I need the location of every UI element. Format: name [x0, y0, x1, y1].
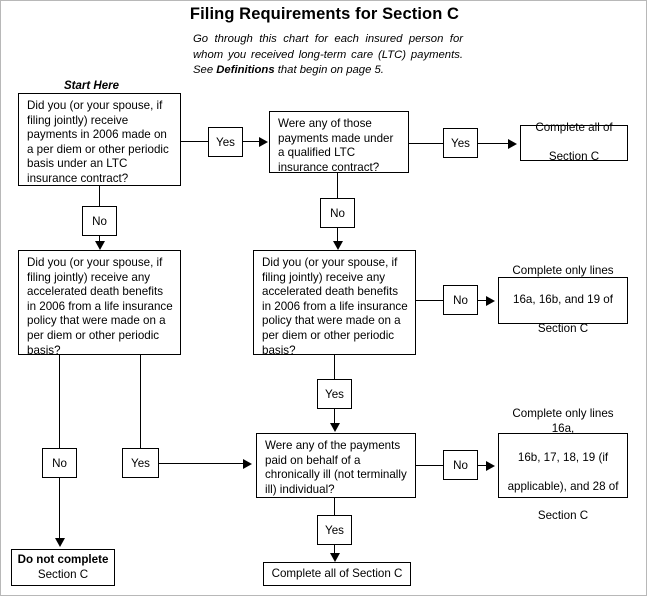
connector-q4-to-yes: [334, 355, 336, 379]
edge-label-q5-yes: Yes: [317, 515, 352, 545]
edge-label-q1-no: No: [82, 206, 117, 236]
edge-label-q2-yes: Yes: [443, 128, 478, 158]
connector-no-to-out2: [478, 300, 488, 302]
intro-text-part2: that begin on page 5.: [274, 64, 384, 76]
outcome-line: applicable), and 28 of: [507, 480, 619, 494]
outcome-line: Complete all of: [535, 121, 613, 135]
connector-yes-to-q5: [334, 409, 336, 425]
connector-q2-to-no: [337, 173, 339, 198]
arrowhead-to-out2: [486, 296, 495, 306]
connector-no-to-q4: [337, 228, 339, 243]
connector-no-to-q3: [99, 236, 101, 243]
question-box-qualified-ltc-contract: Were any of those payments made under a …: [269, 111, 409, 174]
outcome-line: Complete only lines: [512, 264, 614, 278]
outcome-line: Section C: [537, 509, 589, 523]
outcome-line-bold: Do not complete: [17, 552, 109, 566]
outcome-box-lines-16a-16b-17-18-19-28: Complete only lines 16a, 16b, 17, 18, 19…: [498, 407, 628, 522]
arrowhead-to-out1: [508, 139, 517, 149]
edge-label-q4-yes: Yes: [317, 379, 352, 409]
outcome-box-lines-16a-16b-19: Complete only lines 16a, 16b, and 19 of …: [498, 264, 628, 335]
outcome-line: 16a, 16b, and 19 of: [513, 293, 613, 307]
outcome-box-complete-all-top: Complete all of Section C: [520, 121, 628, 163]
arrowhead-to-out5: [330, 553, 340, 562]
connector-q1-to-no: [99, 186, 101, 206]
question-box-accel-death-benefits-middle: Did you (or your spouse, if filing joint…: [253, 250, 416, 357]
edge-label-q1-yes: Yes: [208, 127, 243, 157]
arrowhead-to-q4: [333, 241, 343, 250]
outcome-line: Section C: [37, 567, 89, 581]
start-here-label: Start Here: [64, 80, 119, 92]
arrowhead-to-q5: [330, 423, 340, 432]
connector-q1-to-yes: [181, 141, 208, 143]
outcome-line: Section C: [537, 322, 589, 336]
outcome-line: Complete all of Section C: [271, 566, 403, 580]
connector-no-to-out4: [59, 478, 61, 539]
outcome-line: Section C: [548, 150, 600, 164]
page-title: Filing Requirements for Section C: [189, 5, 460, 23]
arrowhead-to-out4: [55, 538, 65, 547]
connector-q4-to-no: [416, 300, 443, 302]
question-box-chronically-ill: Were any of the payments paid on behalf …: [256, 433, 416, 498]
connector-q5-to-no: [416, 465, 443, 467]
connector-no-to-out3: [478, 465, 488, 467]
edge-label-q3-yes: Yes: [122, 448, 159, 478]
connector-q3-to-no: [59, 355, 61, 448]
connector-yes-to-q5-left: [159, 463, 244, 465]
connector-q5-to-yes: [334, 498, 336, 515]
edge-label-q5-no: No: [443, 450, 478, 480]
arrowhead-to-q5-left: [243, 459, 252, 469]
arrowhead-to-out3: [486, 461, 495, 471]
intro-paragraph: Go through this chart for each insured p…: [193, 32, 463, 79]
connector-q3-to-yes: [140, 355, 142, 448]
intro-text-part1: Go through this chart for each insured p…: [193, 33, 463, 76]
arrowhead-to-q2: [259, 137, 268, 147]
connector-q2-to-yes: [409, 143, 443, 145]
edge-label-q3-no: No: [42, 448, 77, 478]
connector-yes-to-out1: [478, 143, 510, 145]
connector-yes-to-q2: [243, 141, 261, 143]
outcome-line: Complete only lines 16a,: [512, 407, 614, 435]
question-box-accel-death-benefits-left: Did you (or your spouse, if filing joint…: [18, 250, 181, 357]
edge-label-q2-no: No: [320, 198, 355, 228]
outcome-line: 16b, 17, 18, 19 (if: [517, 450, 609, 464]
question-box-ltc-payments: Did you (or your spouse, if filing joint…: [18, 93, 181, 186]
outcome-box-complete-all-bottom: Complete all of Section C: [263, 562, 411, 586]
edge-label-q4-no: No: [443, 285, 478, 315]
intro-definitions-emphasis: Definitions: [216, 64, 275, 76]
outcome-box-do-not-complete: Do not complete Section C: [11, 549, 115, 586]
connector-yes-to-out5: [334, 545, 336, 555]
arrowhead-to-q3: [95, 241, 105, 250]
